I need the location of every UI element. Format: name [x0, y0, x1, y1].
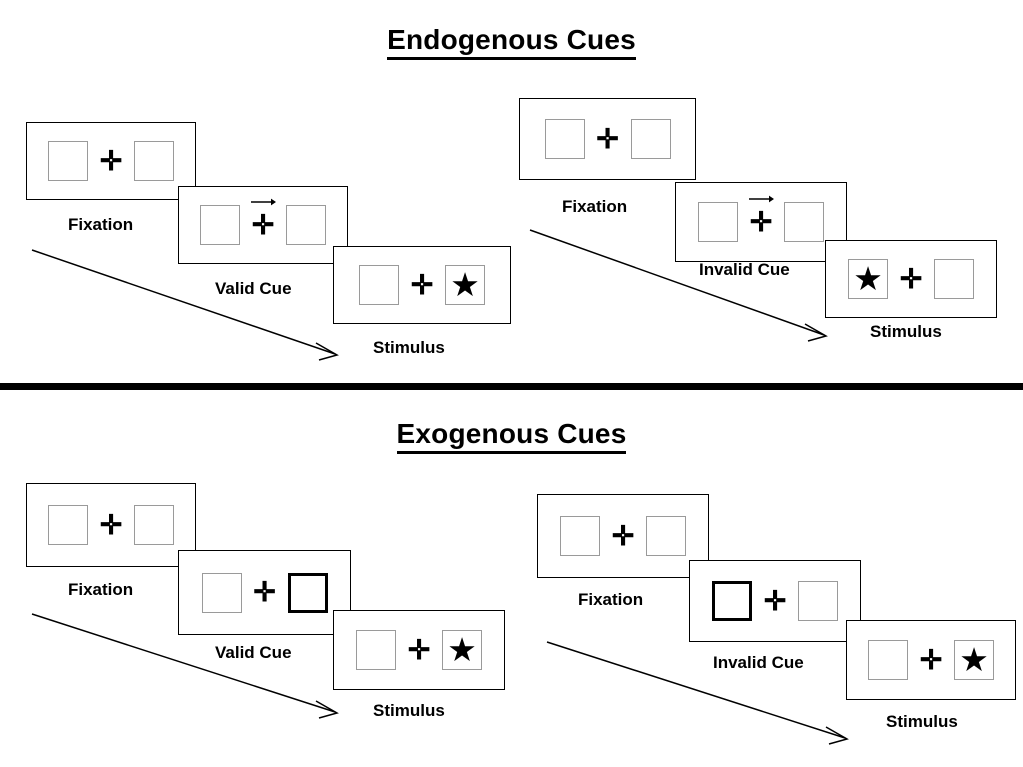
right-box-cued [287, 572, 328, 613]
fixation-center: ✛ [396, 634, 442, 665]
left-box-cued [712, 581, 752, 621]
right-box [784, 202, 824, 242]
fixation-cross-icon: ✛ [596, 123, 619, 154]
fixation-center: ✛ [88, 509, 134, 540]
stage-endogenous-invalid-cue: ✛ [698, 195, 824, 242]
stage-label-exogenous-invalid-cue: Invalid Cue [713, 653, 804, 672]
fixation-center: ✛ [399, 269, 445, 300]
time-arrow-exogenous-invalid [546, 641, 849, 745]
panel-endogenous-valid-fixation: ✛ [26, 122, 196, 200]
fixation-center: ✛ [908, 644, 954, 675]
panel-endogenous-invalid-fixation: ✛ [519, 98, 696, 180]
stage-label-endogenous-invalid-stimulus: Stimulus [870, 322, 942, 341]
stage-label-exogenous-valid-cue: Valid Cue [215, 643, 292, 662]
left-box [560, 516, 600, 556]
section-title-endogenous-text: Endogenous Cues [387, 24, 636, 60]
fixation-cross-icon: ✛ [407, 634, 431, 665]
stage-label-endogenous-valid-cue: Valid Cue [215, 279, 292, 298]
right-box [134, 141, 174, 181]
right-box [630, 119, 671, 159]
fixation-cross-icon: ✛ [919, 644, 943, 675]
star-target-icon: ★ [853, 259, 883, 297]
fixation-cross-icon: ✛ [99, 145, 123, 176]
arrow-right-cue-icon [251, 198, 276, 205]
stage-label-exogenous-invalid-stimulus: Stimulus [886, 712, 958, 731]
stage-label-exogenous-invalid-fixation: Fixation [578, 590, 644, 609]
stage-label-exogenous-valid-stimulus: Stimulus [373, 701, 445, 720]
fixation-cross-icon: ✛ [749, 206, 773, 237]
right-box-target: ★ [954, 640, 994, 680]
stage-exogenous-invalid-stimulus: ✛ ★ [868, 640, 994, 680]
panel-endogenous-valid-cue: ✛ [178, 186, 348, 264]
fixation-center: ✛ [888, 263, 934, 294]
fixation-cross-icon: ✛ [410, 269, 434, 300]
panel-exogenous-valid-fixation: ✛ [26, 483, 196, 567]
left-box [359, 265, 399, 305]
stage-exogenous-invalid-fixation: ✛ [560, 516, 686, 556]
fixation-center: ✛ [88, 145, 134, 176]
fixation-center: ✛ [738, 195, 784, 237]
right-box-target: ★ [445, 265, 485, 305]
fixation-cross-icon: ✛ [251, 209, 275, 240]
fixation-cross-icon: ✛ [899, 263, 923, 294]
right-box [934, 259, 974, 299]
panel-exogenous-valid-cue: ✛ [178, 550, 351, 635]
stage-exogenous-invalid-cue: ✛ [712, 581, 838, 621]
panel-endogenous-valid-stimulus: ✛ ★ [333, 246, 511, 324]
panel-exogenous-invalid-fixation: ✛ [537, 494, 709, 578]
stage-endogenous-valid-fixation: ✛ [48, 141, 174, 181]
panel-exogenous-invalid-cue: ✛ [689, 560, 861, 642]
fixation-center: ✛ [585, 123, 631, 154]
stage-endogenous-valid-stimulus: ✛ ★ [359, 265, 485, 305]
section-title-endogenous: Endogenous Cues [0, 24, 1023, 60]
section-divider [0, 383, 1023, 390]
fixation-center: ✛ [242, 579, 288, 606]
stage-exogenous-valid-fixation: ✛ [48, 505, 174, 545]
stage-endogenous-invalid-stimulus: ★ ✛ [848, 259, 974, 299]
right-box [798, 581, 838, 621]
left-box [356, 630, 396, 670]
star-target-icon: ★ [450, 265, 480, 303]
section-title-exogenous-text: Exogenous Cues [396, 418, 627, 454]
arrow-right-cue-icon [749, 195, 774, 202]
panel-exogenous-valid-stimulus: ✛ ★ [333, 610, 505, 690]
left-box [48, 505, 88, 545]
left-box [200, 205, 240, 245]
stage-label-exogenous-valid-fixation: Fixation [68, 580, 134, 599]
stage-exogenous-valid-stimulus: ✛ ★ [356, 630, 482, 670]
stage-endogenous-valid-cue: ✛ [200, 198, 326, 245]
time-arrow-endogenous-valid [31, 249, 339, 361]
fixation-cross-icon: ✛ [99, 509, 123, 540]
stage-label-endogenous-invalid-fixation: Fixation [562, 197, 628, 216]
left-box-target: ★ [848, 259, 888, 299]
fixation-cross-icon: ✛ [763, 585, 787, 616]
stage-label-endogenous-valid-fixation: Fixation [68, 215, 134, 234]
panel-endogenous-invalid-cue: ✛ [675, 182, 847, 262]
left-box [48, 141, 88, 181]
stage-label-endogenous-invalid-cue: Invalid Cue [699, 260, 790, 279]
panel-endogenous-invalid-stimulus: ★ ✛ [825, 240, 997, 318]
star-target-icon: ★ [447, 630, 477, 668]
left-box [868, 640, 908, 680]
right-box [134, 505, 174, 545]
fixation-center: ✛ [752, 585, 798, 616]
fixation-center: ✛ [240, 198, 286, 240]
right-box [286, 205, 326, 245]
section-title-exogenous: Exogenous Cues [0, 418, 1023, 454]
right-box-target: ★ [442, 630, 482, 670]
stage-endogenous-invalid-fixation: ✛ [544, 119, 671, 159]
stage-label-endogenous-valid-stimulus: Stimulus [373, 338, 445, 357]
fixation-center: ✛ [600, 520, 646, 551]
left-box [544, 119, 585, 159]
right-box [646, 516, 686, 556]
fixation-cross-icon: ✛ [611, 520, 635, 551]
left-box [698, 202, 738, 242]
left-box [201, 572, 242, 613]
stage-exogenous-valid-cue: ✛ [201, 572, 328, 613]
panel-exogenous-invalid-stimulus: ✛ ★ [846, 620, 1016, 700]
star-target-icon: ★ [959, 640, 989, 678]
fixation-cross-icon: ✛ [253, 577, 276, 607]
